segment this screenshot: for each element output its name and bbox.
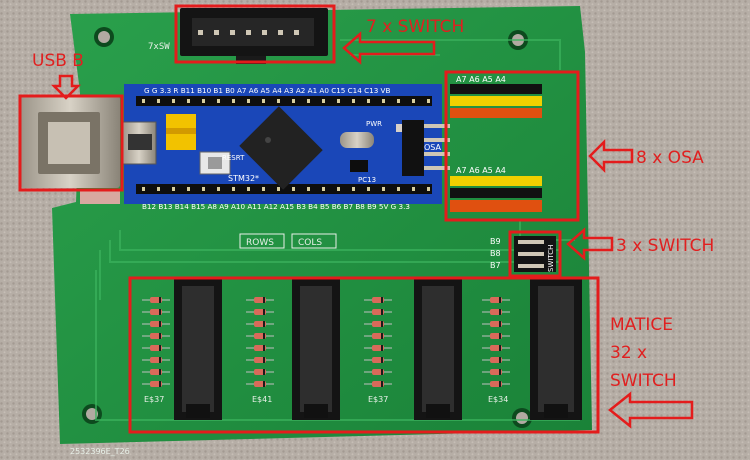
switch3-box	[508, 230, 562, 278]
matrix-connectors	[174, 278, 582, 420]
switch-header-7	[180, 8, 328, 64]
annotation-arrows	[50, 31, 694, 429]
switch-header-3	[514, 236, 556, 272]
silk-pwr: PWR	[366, 120, 382, 128]
silk-osa-top: A7 A6 A5 A4	[456, 75, 506, 84]
arrow-switch3	[566, 227, 614, 261]
switch7-box	[174, 4, 336, 64]
label-matrix-2: 32 x	[610, 343, 647, 363]
silk-osa-tag: OSA	[424, 143, 442, 152]
arrow-switch7	[342, 31, 436, 65]
osa-headers-bottom	[450, 176, 542, 212]
arrow-osa	[588, 138, 634, 174]
silk-reset: RESRT	[222, 154, 245, 162]
silk-rows: ROWS	[246, 238, 274, 248]
silk-b7: B7	[490, 261, 501, 270]
silk-matrix-mark-4: E$34	[488, 395, 508, 404]
silk-b9: B9	[490, 237, 501, 246]
silk-pcb-id: 2532396E_T26	[70, 447, 130, 456]
label-matrix-1: MATICE	[610, 315, 673, 335]
silk-cols: COLS	[298, 238, 322, 248]
silk-switch-vertical: SWITCH	[547, 245, 555, 272]
silk-matrix-mark-1: E$37	[144, 395, 164, 404]
osa-headers-top	[450, 84, 542, 118]
silk-b8: B8	[490, 249, 501, 258]
usb-b-connector	[20, 96, 120, 204]
silk-pc13: PC13	[358, 176, 376, 184]
silk-osa-mid: A7 A6 A5 A4	[456, 166, 506, 175]
label-matrix-3: SWITCH	[610, 371, 677, 391]
usb-box	[18, 94, 124, 192]
annotation-boxes	[18, 4, 600, 434]
osa-box	[444, 70, 580, 222]
silk-matrix-mark-2: E$41	[252, 395, 272, 404]
arrow-usb	[50, 74, 82, 100]
silk-top-pins: G G 3.3 R B11 B10 B1 B0 A7 A6 A5 A4 A3 A…	[144, 86, 390, 95]
matrix-diodes	[142, 297, 510, 387]
arrow-matrix	[607, 391, 694, 429]
label-usb-b: USB B	[32, 51, 84, 71]
silk-matrix-mark-3: E$37	[368, 395, 388, 404]
matrix-box	[128, 276, 600, 434]
right-angle-header	[402, 120, 450, 176]
silk-bottom-pins: B12 B13 B14 B15 A8 A9 A10 A11 A12 A15 B3…	[142, 202, 410, 211]
label-8-osa: 8 x OSA	[636, 148, 704, 168]
label-3-switch: 3 x SWITCH	[616, 236, 714, 256]
label-7-switch: 7 x SWITCH	[366, 17, 464, 37]
silk-board-name: STM32*	[228, 174, 259, 183]
silk-7xsw: 7xSW	[148, 42, 170, 52]
blue-pill-board	[121, 84, 442, 204]
